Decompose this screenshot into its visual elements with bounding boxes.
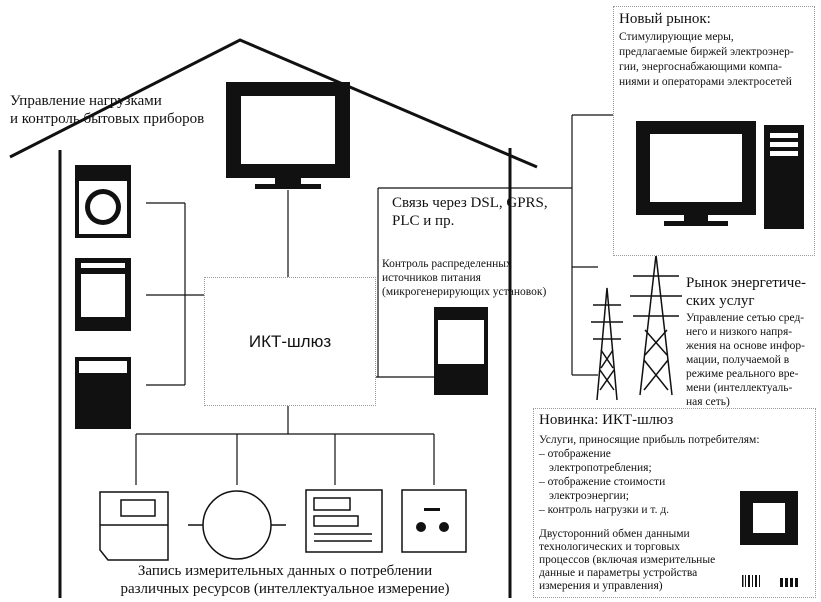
transmission-tower-icon xyxy=(591,255,682,400)
new-market-title: Новый рынок: xyxy=(619,10,711,28)
energy-services-line-5: режиме реального вре- xyxy=(686,368,798,382)
novelty-exchange-line-5: измерения и управления) xyxy=(539,580,663,594)
novelty-title: Новинка: ИКТ-шлюз xyxy=(539,411,673,429)
energy-services-line-4: мации, получаемой в xyxy=(686,354,789,368)
dg-control-label-3: (микрогенерирующих установок) xyxy=(382,286,546,300)
dg-control-label-2: источников питания xyxy=(382,272,481,286)
electricity-meter-icon xyxy=(306,490,382,552)
novelty-exchange-line-1: Двусторонний обмен данными xyxy=(539,528,690,542)
monitor-icon xyxy=(226,82,350,189)
new-market-line-4: ниями и операторами электросетей xyxy=(619,76,792,90)
novelty-services-line-1: Услуги, приносящие прибыль потребителям: xyxy=(539,434,760,448)
energy-services-line-1: Управление сетью сред- xyxy=(686,312,804,326)
ict-gateway-label: ИКТ-шлюз xyxy=(205,332,375,352)
communication-label-2: PLC и пр. xyxy=(392,212,454,230)
new-market-line-2: предлагаемые биржей электроэнер- xyxy=(619,46,794,60)
energy-services-line-6: мени (интеллектуаль- xyxy=(686,382,792,396)
novelty-services-line-6: – контроль нагрузки и т. д. xyxy=(539,504,669,518)
oven-icon xyxy=(75,258,131,331)
novelty-services-line-2: – отображение xyxy=(539,448,611,462)
heat-meter-icon xyxy=(100,492,168,560)
load-control-label-1: Управление нагрузками xyxy=(10,92,162,110)
novelty-exchange-line-3: процессов (включая измерительные xyxy=(539,554,715,568)
load-control-label-2: и контроль бытовых приборов xyxy=(10,110,204,128)
metering-label-1: Запись измерительных данных о потреблени… xyxy=(0,562,570,580)
dg-controller-icon xyxy=(434,307,488,395)
water-meter-icon xyxy=(402,490,466,552)
refrigerator-icon xyxy=(75,357,131,429)
ict-gateway-box: ИКТ-шлюз xyxy=(204,277,376,406)
metering-label-2: различных ресурсов (интеллектуальное изм… xyxy=(0,580,570,598)
dg-control-label-1: Контроль распределенных xyxy=(382,258,512,272)
novelty-exchange-line-2: технологических и торговых xyxy=(539,541,680,555)
energy-services-line-2: него и низкого напря- xyxy=(686,326,792,340)
washing-machine-icon xyxy=(75,165,131,238)
new-market-line-1: Стимулирующие меры, xyxy=(619,31,734,45)
novelty-services-line-5: электроэнергии; xyxy=(549,490,629,504)
gas-meter-icon xyxy=(188,491,286,559)
novelty-exchange-line-4: данные и параметры устройства xyxy=(539,567,697,581)
new-market-line-3: гии, энергоснабжающими компа- xyxy=(619,61,782,75)
energy-services-line-3: жения на основе инфор- xyxy=(686,340,805,354)
communication-label-1: Связь через DSL, GPRS, xyxy=(392,194,548,212)
novelty-services-line-4: – отображение стоимости xyxy=(539,476,665,490)
energy-services-title-2: ских услуг xyxy=(686,292,755,310)
novelty-services-line-3: электропотребления; xyxy=(549,462,652,476)
energy-services-title-1: Рынок энергетиче- xyxy=(686,274,806,292)
